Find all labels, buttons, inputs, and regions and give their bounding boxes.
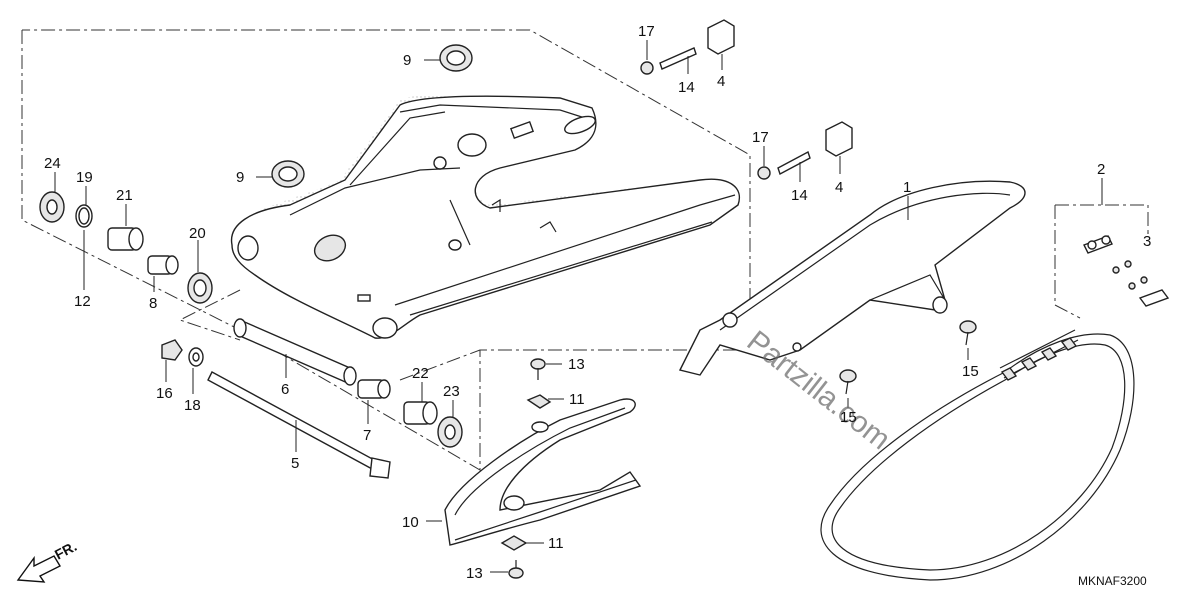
callout: 12 <box>74 293 91 310</box>
leader-lines <box>54 40 1149 573</box>
callout: 15 <box>962 363 979 380</box>
callout: 20 <box>189 225 206 242</box>
callout: 18 <box>184 397 201 414</box>
pivot-collar-6 <box>233 318 357 386</box>
callout: 14 <box>678 79 695 96</box>
chain-case-1 <box>678 180 1026 376</box>
callout: 13 <box>466 565 483 582</box>
callout: 21 <box>116 187 133 204</box>
callout: 2 <box>1097 161 1105 178</box>
collar-11-lower <box>500 535 528 551</box>
diagram-reference-code: MKNAF3200 <box>1078 574 1147 588</box>
screw-15-upper <box>959 320 977 346</box>
callout: 8 <box>149 295 157 312</box>
callout: 4 <box>835 179 843 196</box>
screw-15-lower <box>839 369 857 395</box>
callout: 11 <box>569 391 585 408</box>
collar-11-upper <box>526 394 552 409</box>
chain-slider-10 <box>444 398 642 546</box>
drive-chain-2 <box>820 329 1135 581</box>
adjuster-upper <box>640 19 735 75</box>
callout: 17 <box>638 23 655 40</box>
screw-13-lower <box>508 560 524 579</box>
callout-labels: 9 9 17 14 4 17 14 4 1 2 3 24 19 21 20 12… <box>44 23 1151 582</box>
callout: 9 <box>236 169 244 186</box>
callout: 10 <box>402 514 419 531</box>
callout: 1 <box>903 179 911 196</box>
callout: 13 <box>568 356 585 373</box>
circlip-19 <box>75 204 93 228</box>
callout: 6 <box>281 381 289 398</box>
callout: 22 <box>412 365 429 382</box>
callout: 19 <box>76 169 93 186</box>
watermark: Partzilla.com <box>741 325 897 457</box>
callout: 5 <box>291 455 299 472</box>
callout: 15 <box>840 409 857 426</box>
swingarm-boundary <box>21 29 751 471</box>
grommet-upper <box>439 44 473 72</box>
chain-joint-kit-3 <box>1083 235 1170 307</box>
collar-7 <box>147 255 179 275</box>
adjuster-lower <box>757 121 853 180</box>
oil-seal-24 <box>39 191 65 223</box>
nut-16 <box>161 339 183 361</box>
callout: 11 <box>548 535 564 552</box>
callout: 9 <box>403 52 411 69</box>
callout: 14 <box>791 187 808 204</box>
collar-8 <box>357 379 391 399</box>
needle-bearing-22 <box>403 401 438 425</box>
ball-bearing-20 <box>187 272 213 304</box>
callout: 7 <box>363 427 371 444</box>
screw-13-upper <box>530 358 546 380</box>
front-direction-arrow: FR. <box>16 538 79 583</box>
callout: 16 <box>156 385 173 402</box>
callout: 24 <box>44 155 61 172</box>
swingarm <box>230 94 740 339</box>
oil-seal-23 <box>437 416 463 448</box>
grommet-lower <box>271 160 305 188</box>
chain-kit-bracket <box>1054 204 1149 319</box>
callout: 17 <box>752 129 769 146</box>
needle-bearing-21 <box>107 227 144 251</box>
washer-18 <box>188 347 204 367</box>
callout: 3 <box>1143 233 1151 250</box>
callout: 23 <box>443 383 460 400</box>
pivot-bolt-5 <box>207 371 391 479</box>
callout: 4 <box>717 73 725 90</box>
